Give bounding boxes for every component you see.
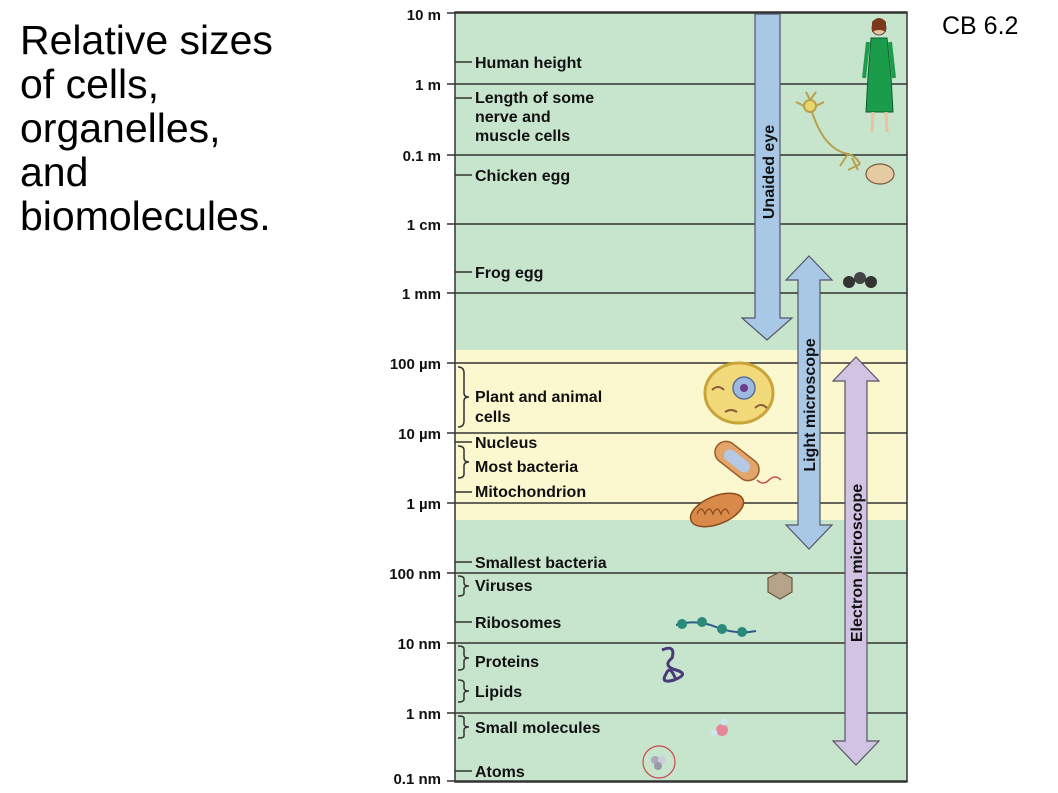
scale-label-1m: 1 m [415,77,441,94]
item-cells-line-2: cells [475,409,511,426]
item-plant-animal-cells: Plant and animal cells [475,389,607,426]
item-proteins: Proteins [475,654,539,671]
item-nerve-line-1: Length of some [475,90,594,107]
item-nerve-line-3: muscle cells [475,128,570,145]
item-ribosomes: Ribosomes [475,615,561,632]
ribosome-chain-icon [675,617,757,637]
decade-lines [447,12,907,782]
slide-title: Relative sizes of cells, organelles, and… [20,17,273,239]
item-human-height: Human height [475,55,582,72]
item-small-molecules: Small molecules [475,720,600,737]
scale-label-100nm: 100 nm [389,566,441,583]
item-mitochondrion: Mitochondrion [475,484,586,501]
scale-label-1um: 1 µm [407,496,442,513]
item-cells-line-1: Plant and animal [475,389,602,406]
item-chicken-egg: Chicken egg [475,168,570,185]
cell-icon [703,361,775,425]
electron-microscope-label: Electron microscope [849,484,866,642]
mitochondrion-icon [689,492,745,528]
item-nucleus: Nucleus [475,435,537,452]
item-viruses: Viruses [475,578,533,595]
scale-label-10nm: 10 nm [398,636,441,653]
item-smallest-bacteria: Smallest bacteria [475,555,607,572]
scale-label-10m: 10 m [407,7,441,24]
figure-code: CB 6.2 [942,12,1019,40]
item-lipids: Lipids [475,684,522,701]
woman-icon [862,18,896,133]
scale-label-1mm: 1 mm [402,286,441,303]
diagram-frame [454,11,908,783]
item-nerve-line-2: nerve and [475,109,551,126]
item-frog-egg: Frog egg [475,265,543,282]
bacterium-icon [714,440,782,484]
chicken-egg-icon [865,163,895,185]
nerve-cell-icon [795,91,861,171]
scale-label-0-1m: 0.1 m [403,148,441,165]
protein-icon [661,646,684,683]
light-microscope-arrow: Light microscope [784,255,834,550]
light-microscope-label: Light microscope [802,338,819,471]
scale-label-1nm: 1 nm [406,706,441,723]
lower-green-band [455,520,907,782]
item-most-bacteria: Most bacteria [475,459,578,476]
electron-microscope-arrow: Electron microscope [831,356,881,766]
unaided-eye-label: Unaided eye [761,125,778,219]
item-nerve-muscle-cells: Length of some nerve and muscle cells [475,90,599,145]
scale-label-1cm: 1 cm [407,217,441,234]
item-ticks [455,61,472,772]
small-molecule-icon [710,718,728,737]
frog-egg-icon [843,272,877,288]
scale-label-0-1nm: 0.1 nm [393,771,441,788]
virus-icon [767,571,793,600]
scale-label-10um: 10 µm [398,426,441,443]
item-atoms: Atoms [475,764,525,781]
unaided-eye-arrow: Unaided eye [740,13,794,341]
atom-icon [642,745,676,779]
yellow-band [455,350,907,520]
scale-label-100um: 100 µm [390,356,441,373]
